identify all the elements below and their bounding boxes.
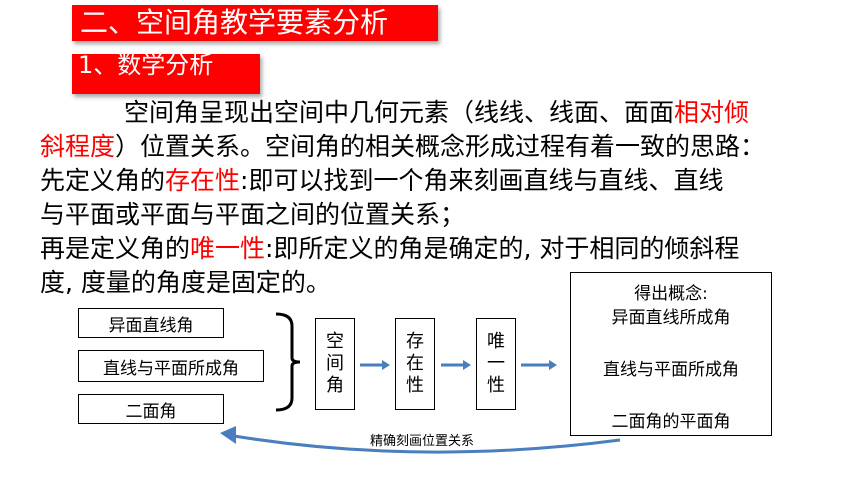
- paragraph-line-4: 与平面或平面与平面之间的位置关系；: [40, 200, 466, 229]
- result-skew-lines-angle: 异面直线所成角: [611, 308, 731, 328]
- result-line-plane-angle: 直线与平面所成角: [603, 360, 739, 380]
- arrow-head-icon: [463, 360, 471, 370]
- paragraph-line-6: 度, 度量的角度是固定的。: [40, 268, 331, 297]
- highlight-uniqueness: 唯一性: [190, 234, 266, 263]
- highlight-text: 斜程度: [40, 132, 116, 161]
- highlight-existence: 存在性: [165, 166, 241, 195]
- text-segment: 空间角呈现出空间中几何元素（线线、线面、面面: [124, 98, 675, 127]
- arrow-left-icon: [220, 426, 236, 444]
- text-segment: 再是定义角的: [40, 234, 191, 263]
- angle-type-dihedral: 二面角: [78, 394, 224, 424]
- arrow-head-icon: [382, 360, 390, 370]
- result-dihedral-plane-angle: 二面角的平面角: [611, 412, 731, 432]
- step-uniqueness: 唯一性: [476, 318, 516, 410]
- angle-type-line-plane: 直线与平面所成角: [78, 350, 264, 382]
- text-segment: :即可以找到一个角来刻画直线与直线、直线: [240, 166, 724, 195]
- highlight-text: 相对倾: [674, 98, 750, 127]
- return-arrow-curve: [233, 434, 621, 454]
- arrow-caption: 精确刻画位置关系: [370, 434, 475, 449]
- bracket-brace: [275, 312, 301, 412]
- arrow-head-icon: [549, 360, 557, 370]
- text-segment: :即所定义的角是确定的, 对于相同的倾斜程: [265, 234, 740, 263]
- step-spatial-angle: 空间角: [315, 318, 355, 410]
- flow-arrows: [360, 360, 557, 370]
- paragraph-line-3: 先定义角的存在性:即可以找到一个角来刻画直线与直线、直线: [40, 164, 855, 198]
- concept-result-box: 得出概念: 异面直线所成角 直线与平面所成角 二面角的平面角: [570, 272, 772, 436]
- page-title: 二、空间角教学要素分析: [72, 5, 438, 41]
- analysis-paragraph: 空间角呈现出空间中几何元素（线线、线面、面面相对倾 斜程度）位置关系。空间角的相…: [40, 96, 855, 300]
- text-segment: ）位置关系。空间角的相关概念形成过程有着一致的思路：: [115, 132, 766, 161]
- section-subtitle: 1、数学分析: [72, 54, 260, 94]
- step-existence: 存在性: [395, 318, 435, 410]
- text-segment: 先定义角的: [40, 166, 166, 195]
- paragraph-line-2: 斜程度）位置关系。空间角的相关概念形成过程有着一致的思路：: [40, 130, 855, 164]
- result-title: 得出概念:: [634, 284, 708, 304]
- paragraph-line-1: 空间角呈现出空间中几何元素（线线、线面、面面相对倾: [40, 96, 855, 130]
- angle-type-skew-lines: 异面直线角: [78, 308, 224, 338]
- paragraph-line-5: 再是定义角的唯一性:即所定义的角是确定的, 对于相同的倾斜程: [40, 232, 855, 266]
